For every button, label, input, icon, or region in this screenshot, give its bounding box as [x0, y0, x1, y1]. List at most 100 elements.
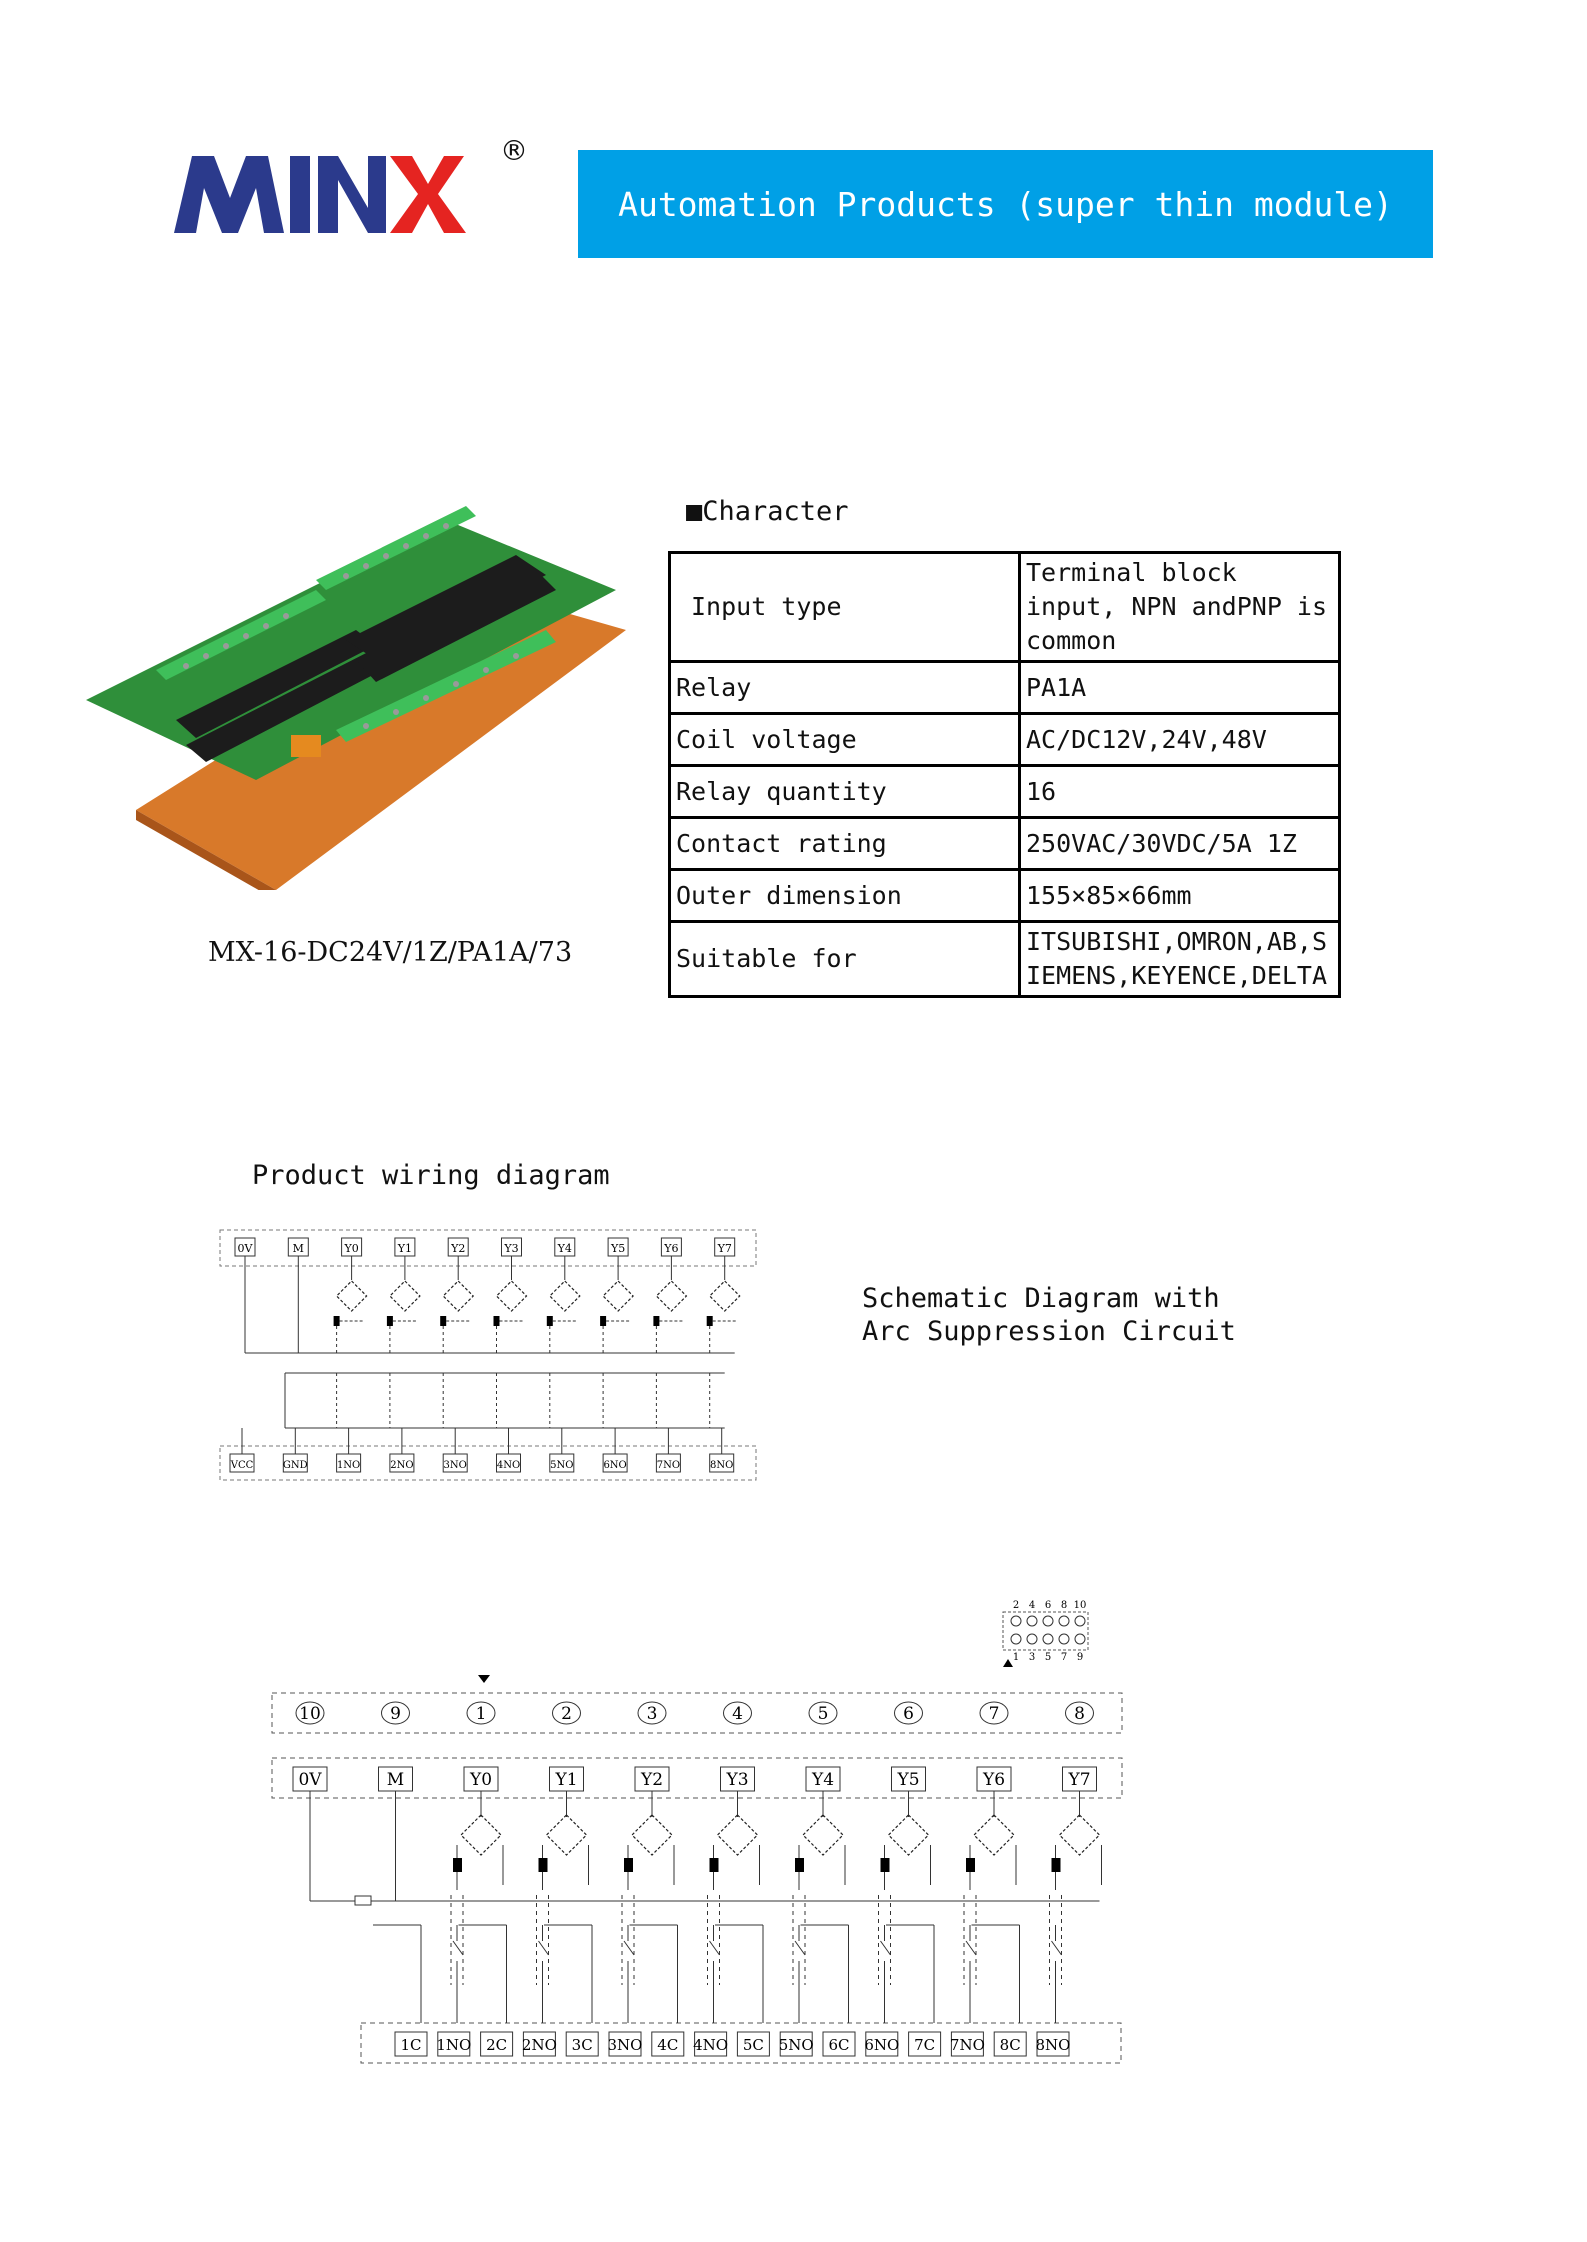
- output-label: 5NO: [779, 2036, 814, 2054]
- terminal-box: [993, 2031, 1027, 2057]
- spec-value: PA1A: [1018, 660, 1341, 715]
- output-label: 8C: [1000, 2036, 1021, 2054]
- pin-number: 6: [903, 1704, 914, 1724]
- terminal-box: [736, 2031, 770, 2057]
- character-heading: ■Character: [686, 496, 849, 527]
- relay-coil: [453, 1858, 462, 1872]
- terminal-label: 2NO: [390, 1460, 413, 1471]
- spec-key: Relay: [668, 660, 1021, 715]
- caption-line-1: Schematic Diagram with: [862, 1283, 1220, 1314]
- rectifier-bridge: [602, 1280, 634, 1312]
- relay-coil: [333, 1316, 340, 1326]
- terminal-label: Y4: [557, 1242, 572, 1255]
- relay-contact: [1051, 1940, 1062, 1956]
- connector-pin: [1010, 1615, 1022, 1627]
- rectifier-bridge: [631, 1814, 673, 1856]
- connector-pin-label: 7: [1061, 1652, 1067, 1663]
- spec-value: 16: [1018, 764, 1341, 819]
- pin-number-circle: [637, 1701, 667, 1725]
- terminal-box: [891, 1766, 926, 1792]
- terminal-label: 3NO: [444, 1460, 467, 1471]
- relay-contact: [965, 1940, 977, 1956]
- pin-number: 7: [989, 1704, 1000, 1724]
- terminal-box: [378, 1766, 413, 1792]
- rectifier-bridge: [545, 1814, 588, 1856]
- caption-line-2: Arc Suppression Circuit: [862, 1316, 1236, 1347]
- pin1-marker-icon: [478, 1675, 490, 1683]
- schematic-caption: Schematic Diagram with Arc Suppression C…: [862, 1282, 1236, 1348]
- output-label: 1NO: [436, 2036, 471, 2054]
- terminal-box: [651, 2031, 685, 2057]
- connector-pin-label: 9: [1077, 1652, 1083, 1663]
- relay-contact: [623, 1940, 635, 1956]
- pin-number-strip: [271, 1692, 1123, 1734]
- relay-coil: [709, 1858, 719, 1872]
- bottom-terminal-strip: [219, 1445, 757, 1481]
- connector-body: [1002, 1611, 1089, 1651]
- spec-value: 155×85×66mm: [1018, 868, 1341, 923]
- terminal-box: [565, 2031, 599, 2057]
- terminal-box: [292, 1766, 328, 1792]
- terminal-strip: [271, 1757, 1123, 1799]
- connector-pin: [1042, 1633, 1054, 1645]
- top-terminal-strip: [219, 1229, 757, 1267]
- rectifier-bridge: [460, 1814, 502, 1856]
- table-row: Suitable for ITSUBISHI,OMRON,AB,SIEMENS,…: [668, 920, 1341, 998]
- relay-coil: [1051, 1858, 1061, 1872]
- terminal-label: Y4: [811, 1770, 834, 1790]
- pin-number: 1: [476, 1704, 487, 1724]
- pin-number: 4: [732, 1704, 743, 1724]
- relay-coil: [795, 1858, 804, 1872]
- terminal-label: Y3: [725, 1770, 748, 1790]
- pin-number-circle: [979, 1701, 1009, 1725]
- pin-number-circle: [466, 1701, 496, 1725]
- relay-coil: [624, 1858, 633, 1872]
- connector-pin-label: 5: [1045, 1652, 1051, 1663]
- spec-key: Input type: [668, 551, 1021, 663]
- spec-key: Suitable for: [668, 920, 1021, 998]
- output-label: 2C: [486, 2036, 507, 2054]
- terminal-box: [694, 2031, 728, 2057]
- pin-number: 10: [299, 1704, 321, 1724]
- terminal-box: [480, 2031, 514, 2057]
- terminal-label: Y0: [343, 1242, 358, 1255]
- registered-mark: ®: [500, 134, 528, 167]
- spec-value: 250VAC/30VDC/5A 1Z: [1018, 816, 1341, 871]
- relay-coil: [653, 1316, 660, 1326]
- spec-value: ITSUBISHI,OMRON,AB,SIEMENS,KEYENCE,DELTA: [1018, 920, 1341, 998]
- pin-number: 9: [390, 1704, 401, 1724]
- terminal-box: [634, 1766, 670, 1792]
- pin-number: 8: [1074, 1704, 1085, 1724]
- terminal-label: Y1: [397, 1242, 412, 1255]
- pin-number: 5: [818, 1704, 829, 1724]
- pin-number-circle: [295, 1701, 325, 1725]
- output-label: 5C: [743, 2036, 764, 2054]
- terminal-box: [779, 2031, 813, 2057]
- output-label: 4NO: [693, 2036, 728, 2054]
- rectifier-bridge: [442, 1280, 475, 1312]
- spec-key: Outer dimension: [668, 868, 1021, 923]
- table-row: Coil voltage AC/DC12V,24V,48V: [668, 712, 1341, 767]
- rectifier-bridge: [335, 1280, 368, 1312]
- relay-coil: [493, 1316, 500, 1326]
- relay-coil: [880, 1858, 890, 1872]
- table-row: Relay PA1A: [668, 660, 1341, 715]
- output-label: 3C: [572, 2036, 593, 2054]
- pin1-marker-icon: [1003, 1659, 1013, 1667]
- output-strip: [360, 2022, 1122, 2064]
- rectifier-bridge: [973, 1814, 1015, 1856]
- connector-pin-label: 4: [1029, 1600, 1035, 1611]
- relay-coil: [538, 1858, 548, 1872]
- wiring-heading: Product wiring diagram: [252, 1160, 610, 1191]
- terminal-label: Y2: [450, 1242, 465, 1255]
- connector-pin: [1026, 1615, 1038, 1627]
- fuse: [354, 1895, 372, 1906]
- connector-pin-label: 1: [1013, 1652, 1019, 1663]
- terminal-label: Y7: [1067, 1770, 1090, 1790]
- relay-coil: [966, 1858, 975, 1872]
- relay-coil: [546, 1316, 553, 1326]
- terminal-label: M: [293, 1242, 304, 1255]
- terminal-box: [394, 2031, 428, 2057]
- terminal-box: [1062, 1766, 1097, 1792]
